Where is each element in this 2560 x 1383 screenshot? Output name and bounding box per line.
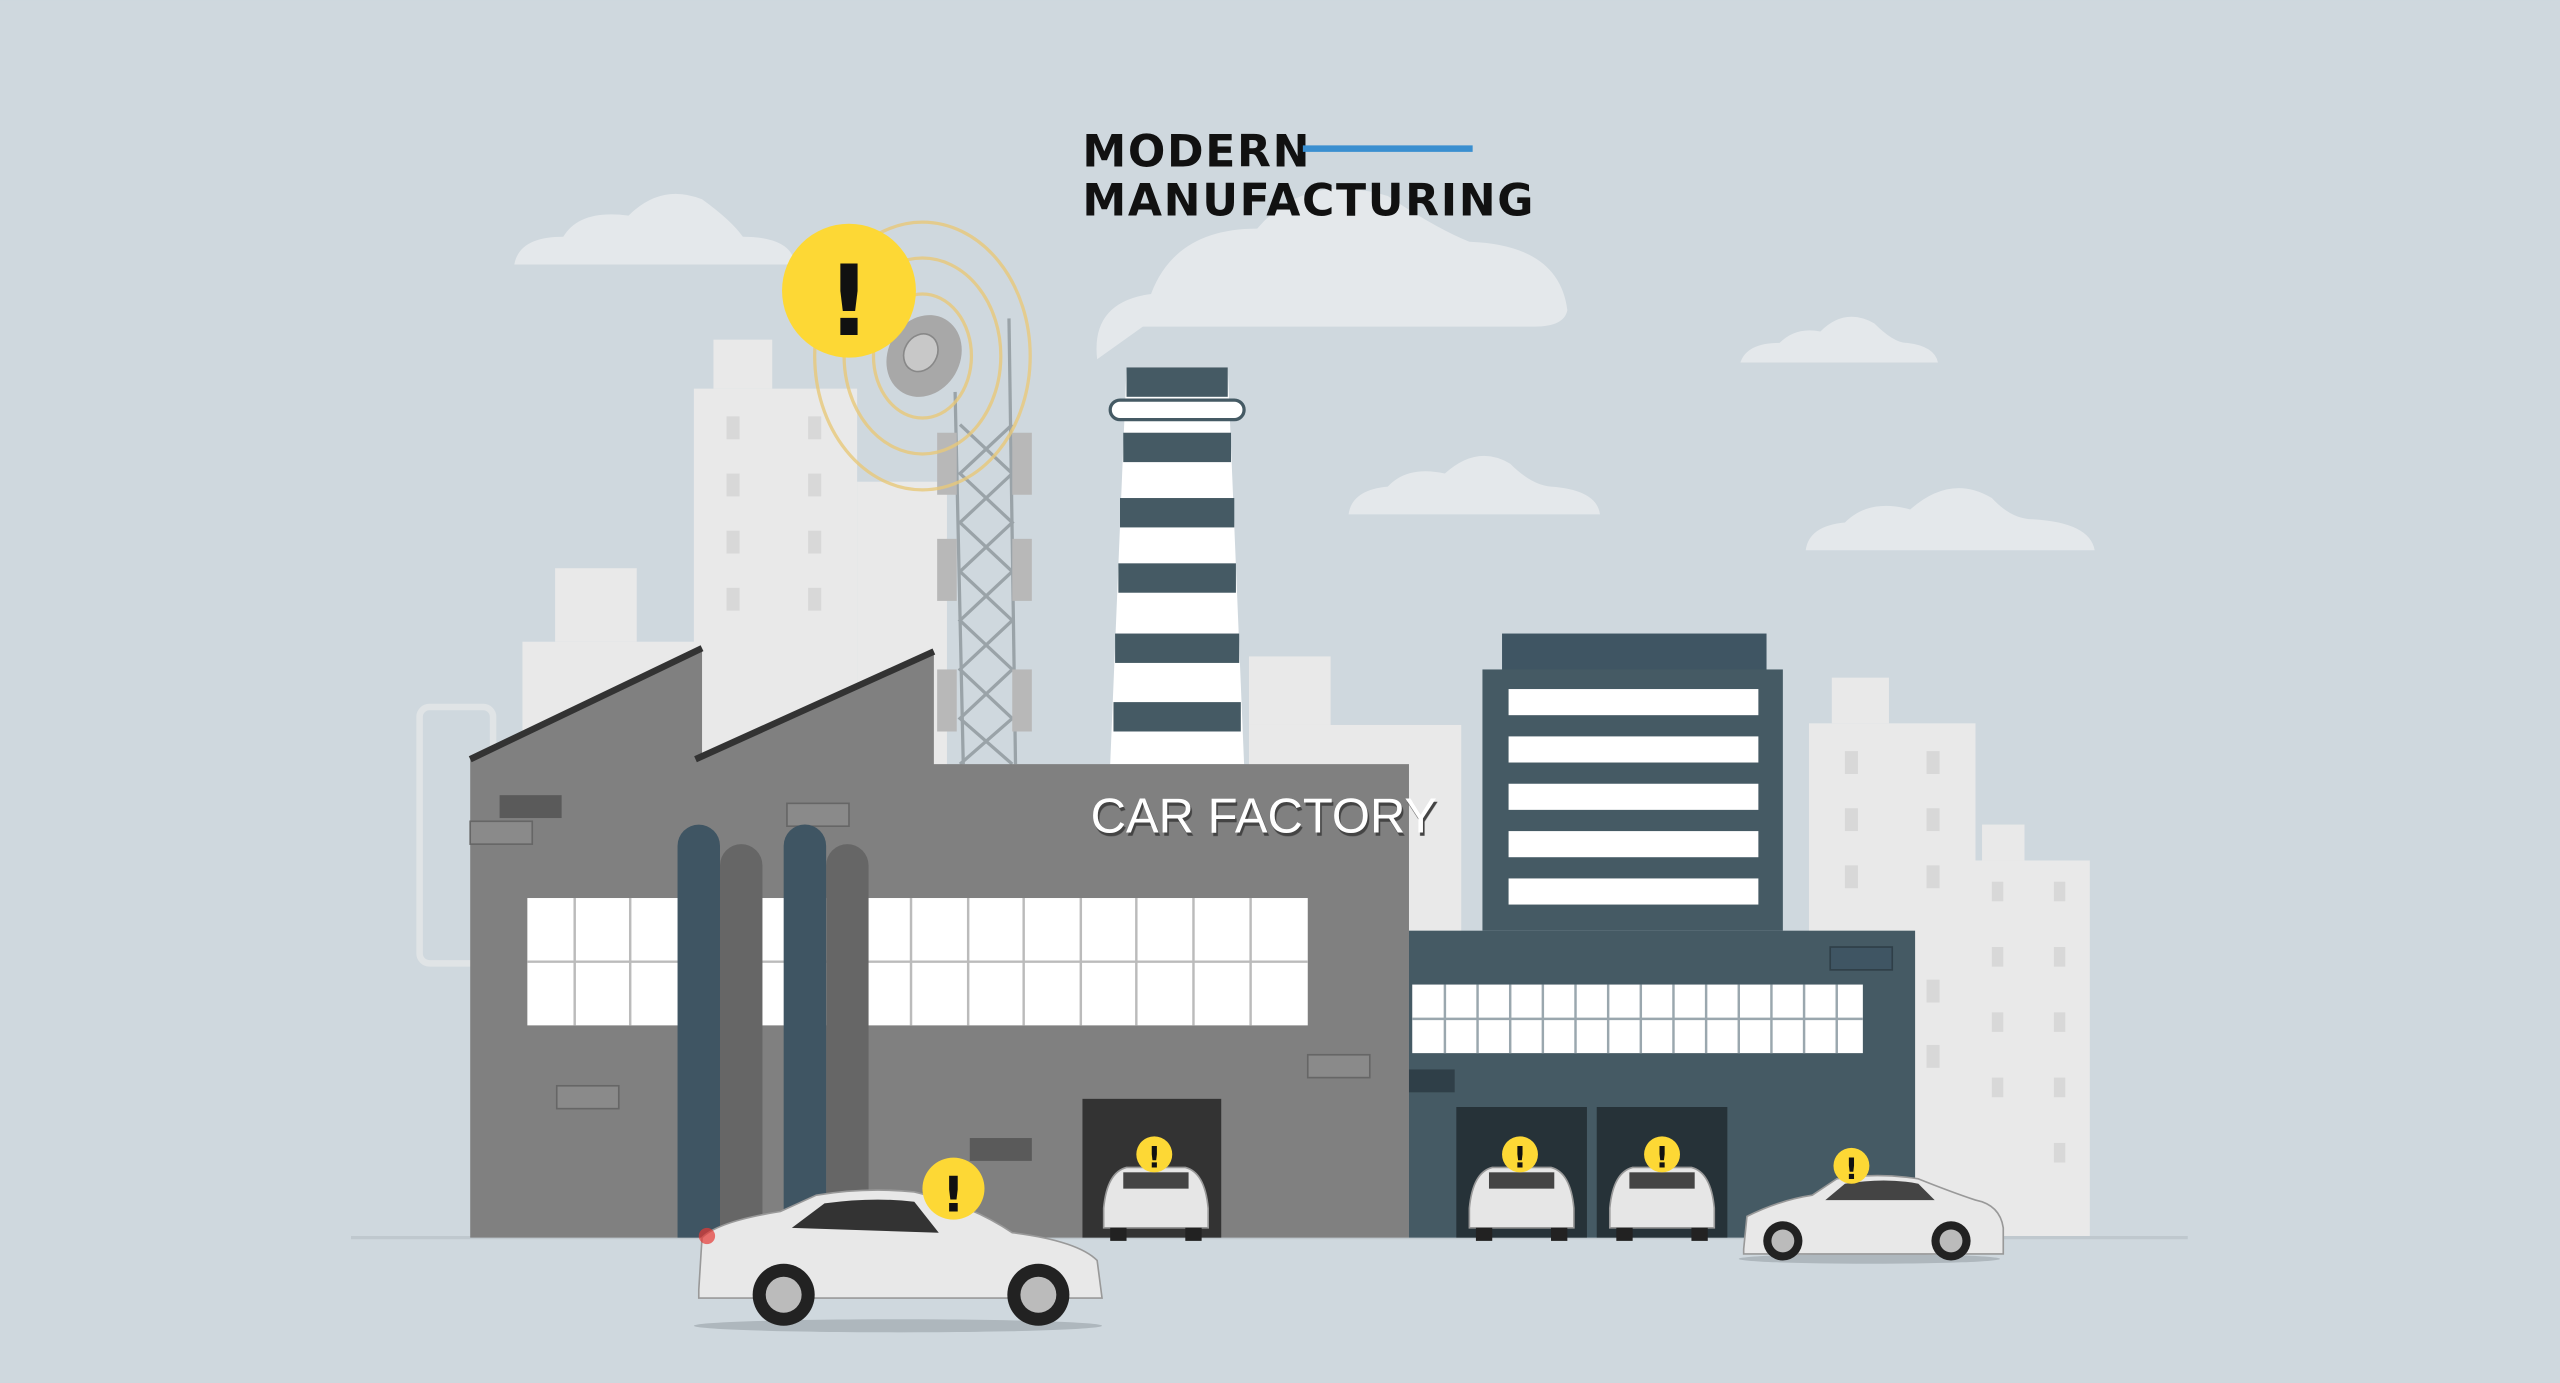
page-title: MODERN MANUFACTURING <box>1082 127 1535 227</box>
alert-icon-car: ! <box>1833 1147 1870 1186</box>
svg-text:!: ! <box>1845 1152 1858 1186</box>
svg-text:!: ! <box>827 245 872 359</box>
alert-icon-car: ! <box>1502 1136 1538 1174</box>
car-front <box>1468 1166 1575 1241</box>
cloud <box>1348 455 1600 515</box>
title-line-2: MANUFACTURING <box>1082 176 1535 227</box>
svg-text:!: ! <box>1655 1140 1668 1174</box>
car-front <box>1102 1166 1209 1241</box>
main-factory: CAR FACTORY <box>468 645 1437 1238</box>
alert-icon-tower: ! <box>782 223 916 359</box>
svg-text:!: ! <box>1513 1140 1526 1174</box>
pipes <box>677 824 869 1238</box>
cloud <box>514 193 796 265</box>
alert-icon-car: ! <box>922 1157 985 1223</box>
alert-icon-car: ! <box>1644 1136 1680 1174</box>
car-front <box>1608 1166 1716 1241</box>
svg-text:!: ! <box>942 1166 964 1223</box>
title-line-1: MODERN <box>1082 127 1311 178</box>
cloud <box>1740 316 1938 363</box>
car-side-small <box>1738 1174 2005 1264</box>
antenna-tower <box>937 318 1032 766</box>
alert-icon-car: ! <box>1136 1136 1173 1174</box>
clouds <box>514 188 2095 551</box>
cloud <box>1805 488 2095 551</box>
svg-text:!: ! <box>1148 1140 1161 1174</box>
cloud <box>1096 188 1568 360</box>
satellite-dish-icon <box>886 315 962 397</box>
chimney <box>1108 367 1246 765</box>
factory-sign: CAR FACTORY <box>1091 790 1437 844</box>
bg-windows <box>726 416 2066 1163</box>
car-side-large <box>693 1189 1103 1333</box>
